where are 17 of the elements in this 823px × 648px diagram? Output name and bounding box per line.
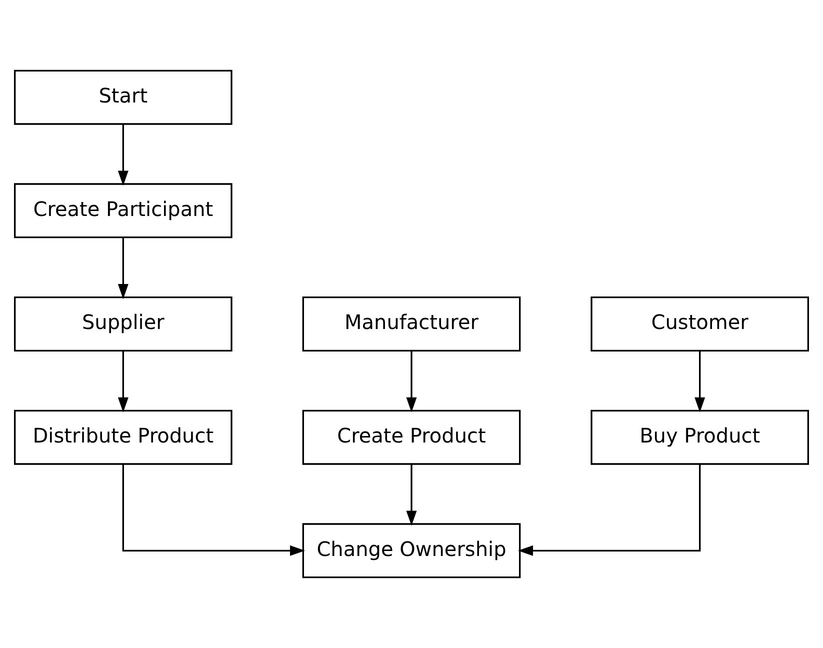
arrow xyxy=(694,350,706,412)
node-box: Buy Product xyxy=(590,410,809,465)
arrow xyxy=(518,464,701,556)
arrow xyxy=(122,464,306,556)
node-box: Supplier xyxy=(14,296,232,352)
node-box: Customer xyxy=(590,296,809,352)
arrow xyxy=(118,124,128,186)
arrow xyxy=(406,464,417,526)
node-box: Distribute Product xyxy=(14,410,232,465)
arrow xyxy=(118,350,128,412)
node-box: Create Participant xyxy=(14,183,232,238)
node-box: Create Product xyxy=(302,410,521,465)
node-box: Start xyxy=(14,70,232,125)
node-box: Manufacturer xyxy=(302,296,521,352)
node-box: Change Ownership xyxy=(302,523,521,578)
arrow xyxy=(406,350,417,412)
arrow xyxy=(118,238,128,300)
